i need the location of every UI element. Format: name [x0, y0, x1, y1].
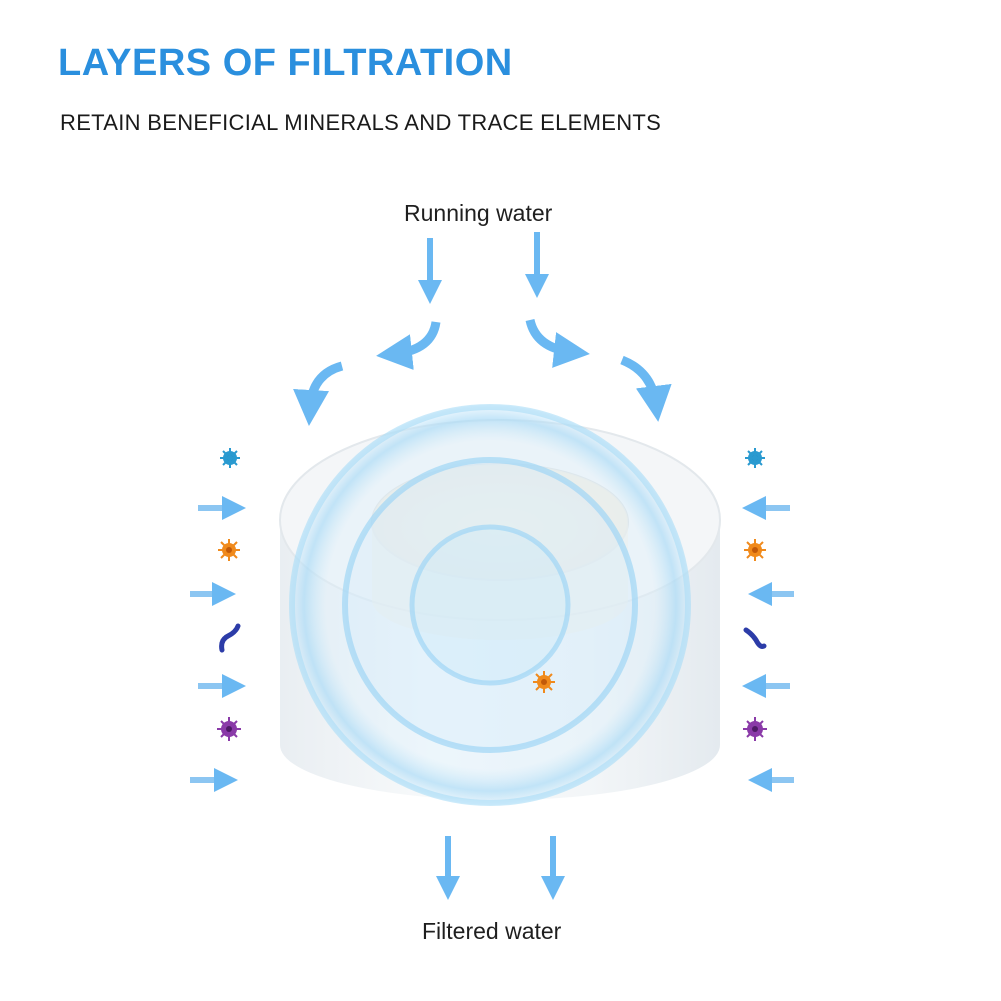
virus-icon	[533, 671, 555, 693]
virus-icon	[218, 539, 240, 561]
arrow-icon	[525, 318, 590, 368]
inflow-arrows	[293, 232, 672, 426]
left-contaminants	[217, 448, 241, 741]
filtered-water-label: Filtered water	[422, 918, 562, 944]
virus-icon	[744, 539, 766, 561]
page-subtitle: RETAIN BENEFICIAL MINERALS AND TRACE ELE…	[60, 110, 662, 135]
germ-icon	[217, 717, 241, 741]
arrow-icon	[620, 355, 672, 422]
left-side-arrows	[190, 496, 246, 792]
bacteria-icon	[220, 448, 240, 468]
arrow-icon	[293, 361, 344, 426]
worm-icon	[743, 627, 767, 649]
right-contaminants	[743, 448, 767, 741]
arrow-icon	[376, 321, 441, 371]
filtration-layers	[289, 404, 691, 806]
outflow-arrows	[436, 836, 565, 900]
worm-icon	[219, 623, 241, 653]
right-side-arrows	[742, 496, 794, 792]
running-water-label: Running water	[404, 200, 553, 226]
bacteria-icon	[745, 448, 765, 468]
germ-icon	[743, 717, 767, 741]
page-title: LAYERS OF FILTRATION	[58, 42, 513, 84]
